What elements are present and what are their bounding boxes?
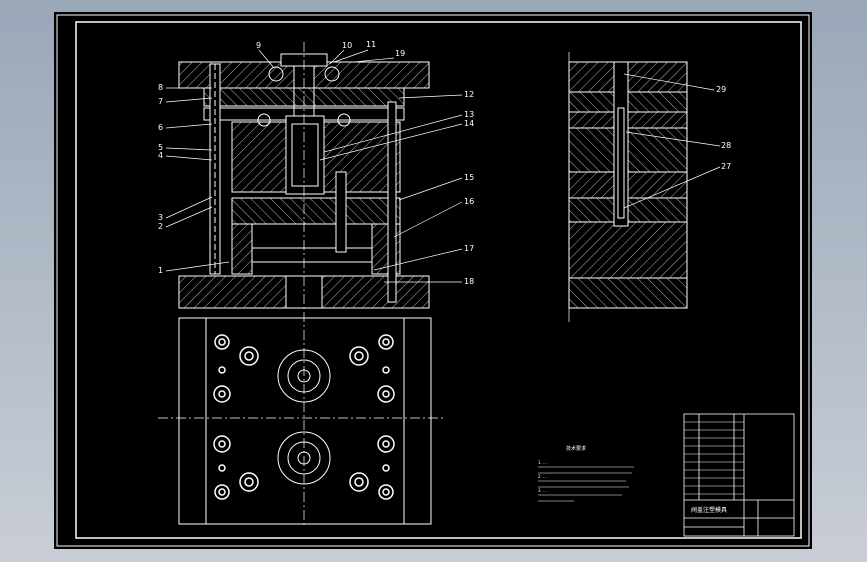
callout-label: 7 <box>158 97 163 106</box>
callouts-section: 27 28 29 <box>716 85 731 171</box>
mold-plan-view <box>158 312 446 527</box>
callout-label: 29 <box>716 85 726 94</box>
callout-label: 6 <box>158 123 163 132</box>
callout-label: 3 <box>158 213 163 222</box>
callout-label: 17 <box>464 244 474 253</box>
callouts-right: 12 13 14 15 16 17 18 <box>464 90 474 286</box>
callout-label: 12 <box>464 90 474 99</box>
drawing-sheet: 1 2 3 4 5 6 7 8 9 10 11 19 12 13 14 15 1… <box>54 12 812 549</box>
drawing-name: 阀盖注塑模具 <box>691 506 727 514</box>
inner-frame <box>75 21 802 539</box>
notes-line: 2. ... <box>538 474 547 479</box>
callout-label: 2 <box>158 222 163 231</box>
title-block <box>683 413 795 537</box>
notes-line: 3. ... <box>538 488 547 493</box>
outer-frame <box>56 14 810 547</box>
notes-text-lines <box>538 466 634 502</box>
notes-line: 1. ... <box>538 460 547 465</box>
callouts-top: 9 10 11 19 <box>256 40 405 58</box>
callout-label: 15 <box>464 173 474 182</box>
leader-lines-top <box>258 49 395 69</box>
technical-notes: 技术要求 1. ... 2. ... 3. ... <box>538 445 586 493</box>
callout-label: 28 <box>721 141 731 150</box>
mold-section-view <box>178 42 430 312</box>
callout-label: 1 <box>158 266 163 275</box>
callout-label: 16 <box>464 197 474 206</box>
callout-label: 14 <box>464 119 474 128</box>
partial-section-view <box>568 52 688 322</box>
leader-lines-left <box>165 87 230 272</box>
callout-label: 13 <box>464 110 474 119</box>
callout-label: 8 <box>158 83 163 92</box>
callout-label: 9 <box>256 41 261 50</box>
notes-title: 技术要求 <box>566 445 586 452</box>
callout-label: 5 <box>158 143 163 152</box>
callouts-left: 1 2 3 4 5 6 7 8 <box>158 83 163 275</box>
leader-lines-right <box>319 94 463 283</box>
callout-label: 19 <box>395 49 405 58</box>
drawing-canvas: 1 2 3 4 5 6 7 8 9 10 11 19 12 13 14 15 1… <box>56 14 810 547</box>
callout-label: 18 <box>464 277 474 286</box>
callout-label: 4 <box>158 151 163 160</box>
callout-label: 10 <box>342 41 352 50</box>
leader-lines-section <box>623 73 721 209</box>
callout-label: 11 <box>366 40 376 49</box>
callout-label: 27 <box>721 162 731 171</box>
